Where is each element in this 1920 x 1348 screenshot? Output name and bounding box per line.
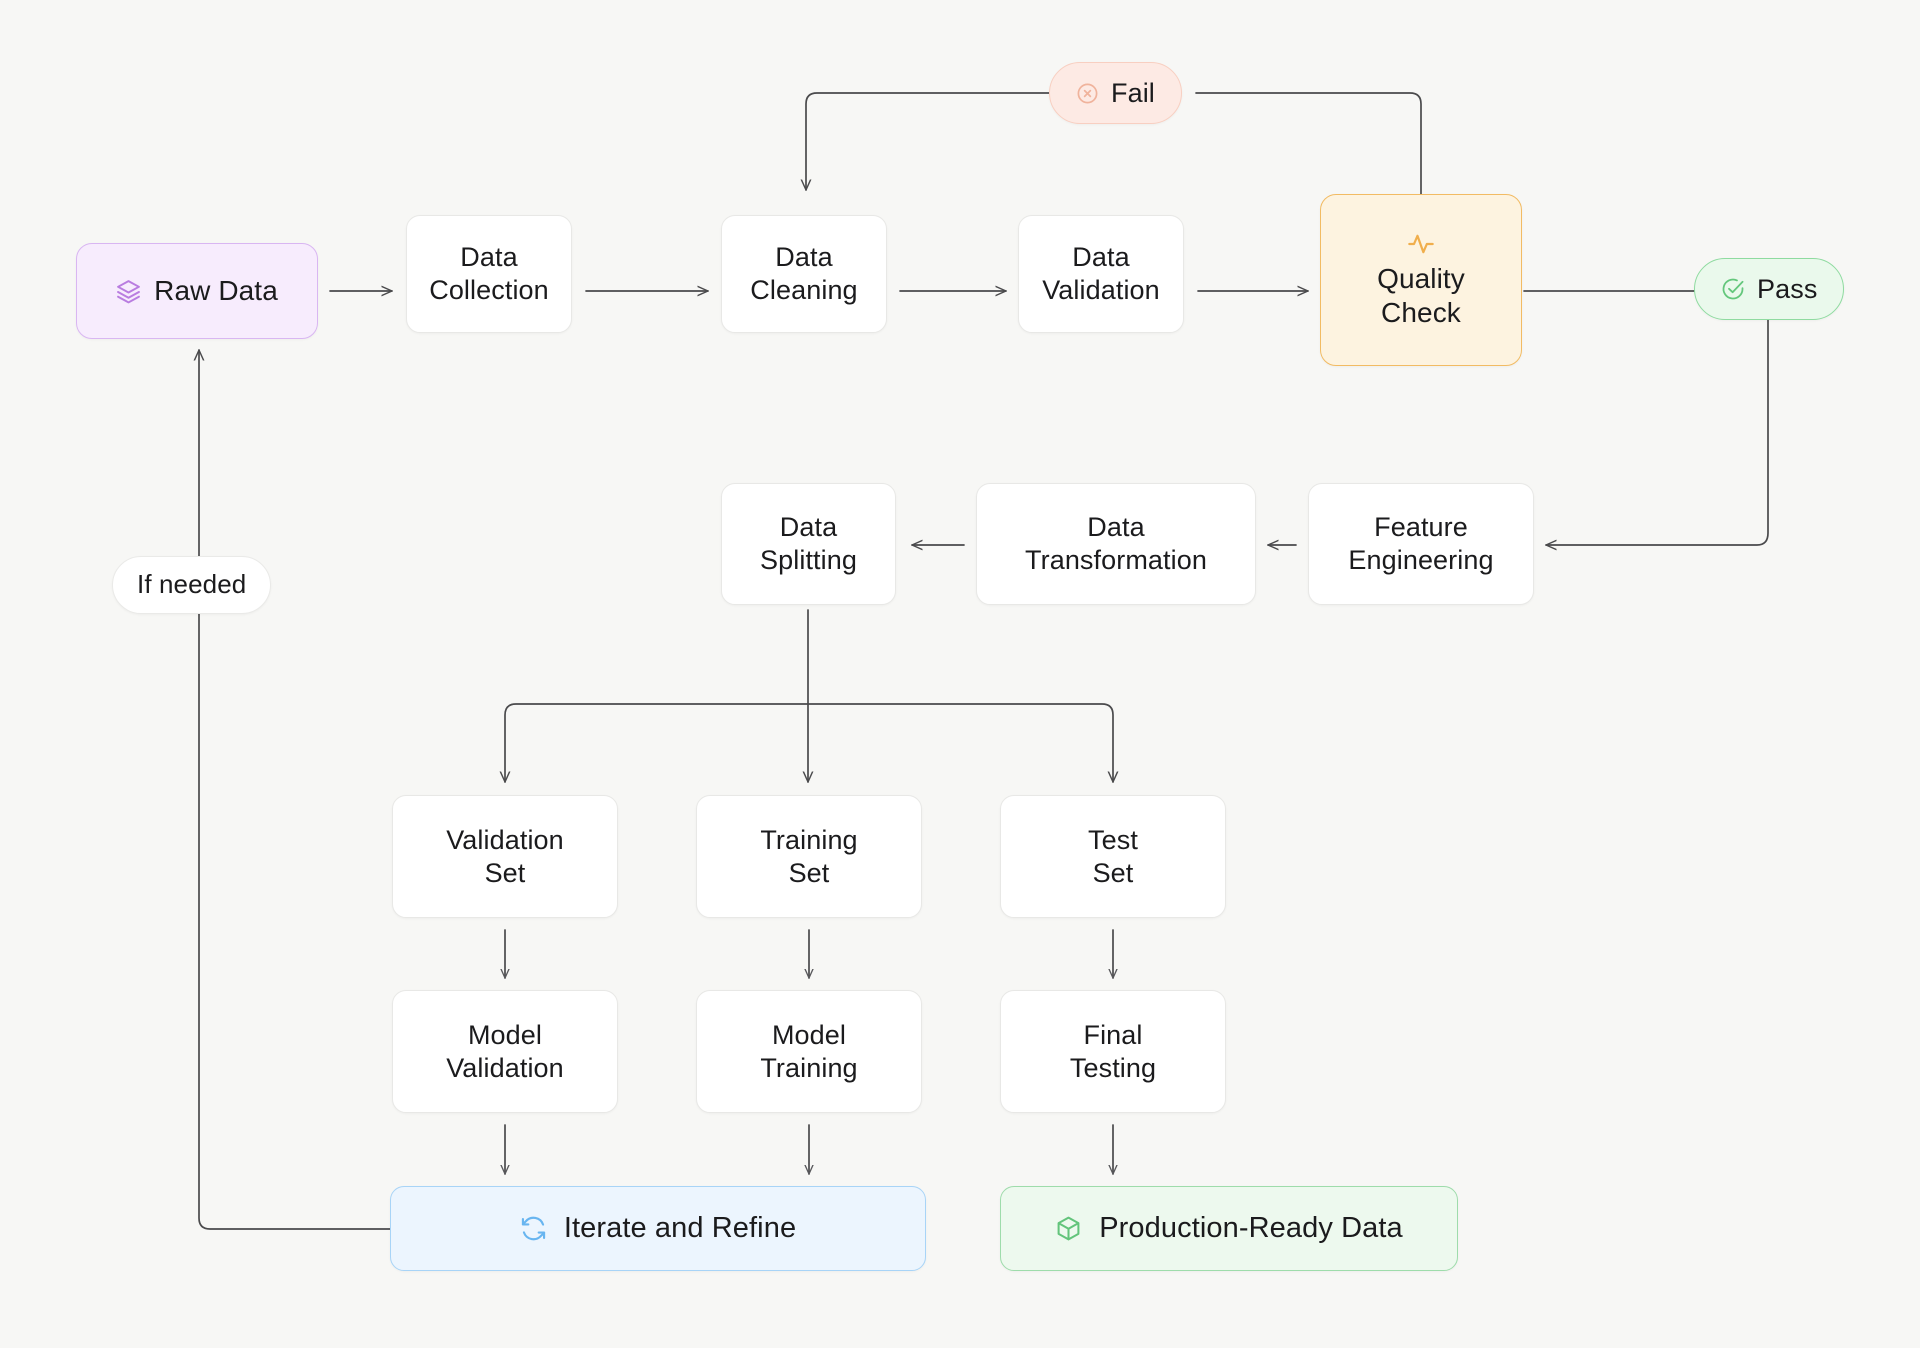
node-label: Model Validation bbox=[446, 1019, 564, 1083]
node-data-splitting[interactable]: Data Splitting bbox=[721, 483, 896, 605]
node-iterate-and-refine[interactable]: Iterate and Refine bbox=[390, 1186, 926, 1271]
node-data-cleaning[interactable]: Data Cleaning bbox=[721, 215, 887, 333]
node-label: Data Transformation bbox=[1025, 512, 1207, 575]
node-feature-engineering[interactable]: Feature Engineering bbox=[1308, 483, 1534, 605]
node-raw-data[interactable]: Raw Data bbox=[76, 243, 318, 339]
edge-iterate-loop-left bbox=[198, 613, 391, 1230]
node-label: Pass bbox=[1757, 273, 1818, 304]
edge-fail-loop-left bbox=[806, 92, 1061, 191]
node-training-set[interactable]: Training Set bbox=[696, 795, 922, 918]
edge-pass-to-feature bbox=[1545, 319, 1769, 545]
node-data-collection[interactable]: Data Collection bbox=[406, 215, 572, 333]
node-model-validation[interactable]: Model Validation bbox=[392, 990, 618, 1113]
layers-icon bbox=[116, 279, 141, 304]
node-label: Feature Engineering bbox=[1348, 512, 1494, 575]
edge-fork-right bbox=[807, 703, 1113, 783]
node-label: Data Cleaning bbox=[750, 242, 858, 305]
node-label: Iterate and Refine bbox=[563, 1211, 797, 1244]
edge-fail-loop-right bbox=[1195, 92, 1422, 195]
node-label: If needed bbox=[137, 569, 247, 600]
node-validation-set[interactable]: Validation Set bbox=[392, 795, 618, 918]
node-fail-label[interactable]: Fail bbox=[1049, 62, 1182, 124]
node-data-transformation[interactable]: Data Transformation bbox=[976, 483, 1256, 605]
node-label: Data Validation bbox=[1042, 242, 1160, 305]
x-circle-icon bbox=[1076, 82, 1099, 105]
node-label: Training Set bbox=[760, 824, 858, 888]
refresh-cycle-icon bbox=[520, 1215, 547, 1242]
node-final-testing[interactable]: Final Testing bbox=[1000, 990, 1226, 1113]
node-label: Final Testing bbox=[1069, 1019, 1157, 1083]
node-label: Data Splitting bbox=[760, 512, 857, 575]
node-label: Validation Set bbox=[446, 824, 564, 888]
edge-fork-left bbox=[505, 703, 809, 783]
node-label: Quality Check bbox=[1377, 262, 1465, 328]
node-if-needed-label[interactable]: If needed bbox=[112, 556, 272, 614]
node-label: Production-Ready Data bbox=[1099, 1211, 1403, 1244]
node-test-set[interactable]: Test Set bbox=[1000, 795, 1226, 918]
node-pass-label[interactable]: Pass bbox=[1694, 258, 1845, 320]
activity-icon bbox=[1407, 230, 1435, 258]
node-label: Data Collection bbox=[429, 242, 549, 305]
node-label: Model Training bbox=[760, 1019, 858, 1083]
node-label: Fail bbox=[1111, 77, 1155, 108]
node-production-ready-data[interactable]: Production-Ready Data bbox=[1000, 1186, 1458, 1271]
node-model-training[interactable]: Model Training bbox=[696, 990, 922, 1113]
package-box-icon bbox=[1055, 1215, 1082, 1242]
check-circle-icon bbox=[1721, 277, 1745, 301]
node-data-validation[interactable]: Data Validation bbox=[1018, 215, 1184, 333]
node-quality-check[interactable]: Quality Check bbox=[1320, 194, 1522, 366]
node-label: Raw Data bbox=[154, 274, 278, 306]
node-label: Test Set bbox=[1088, 824, 1138, 888]
